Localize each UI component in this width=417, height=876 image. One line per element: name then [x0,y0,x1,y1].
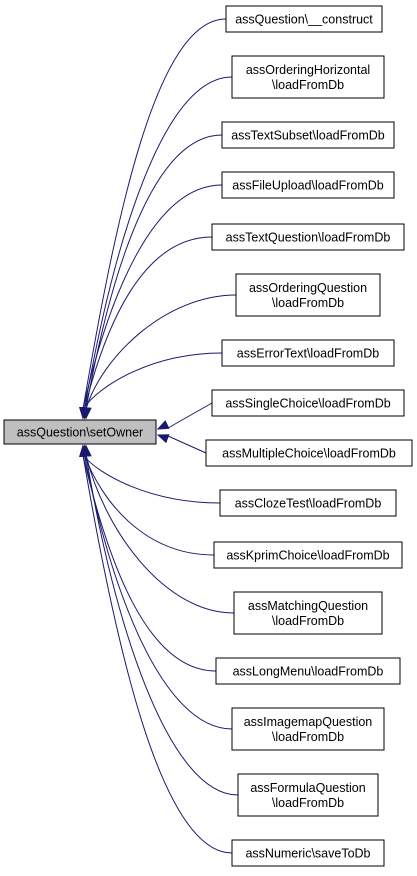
caller-node-label: assSingleChoice\loadFromDb [225,397,390,411]
edge-arrowhead [79,407,89,420]
call-edge [82,352,223,410]
caller-node-box [221,171,395,199]
caller-node-label: assOrderingHorizontal [246,63,370,77]
edge-arrowhead [79,444,89,457]
caller-node-box [233,591,383,635]
caller-node-box [211,223,405,251]
caller-node-box [231,707,385,751]
caller-node-box [237,773,379,817]
caller-node-label: assErrorText\loadFromDb [237,347,379,361]
caller-node-label: \loadFromDb [272,614,344,628]
edge-arrowhead [156,434,170,444]
caller-node[interactable]: assOrderingQuestion\loadFromDb [235,273,381,317]
caller-node[interactable]: assErrorText\loadFromDb [221,339,395,367]
caller-node-label: assNumeric\saveToDb [245,847,370,861]
call-edge [85,454,239,796]
call-edge [84,76,233,410]
caller-node[interactable]: assTextQuestion\loadFromDb [211,223,405,251]
caller-node-box [235,273,381,317]
call-edge [84,454,215,556]
caller-node-label: assOrderingQuestion [249,281,367,295]
caller-node-label: assKprimChoice\loadFromDb [226,549,389,563]
root-node[interactable]: assQuestion\setOwner [3,419,157,445]
caller-node-box [215,657,401,685]
caller-node-box [225,5,383,33]
caller-node[interactable]: assLongMenu\loadFromDb [215,657,401,685]
caller-node[interactable]: assSingleChoice\loadFromDb [211,389,405,417]
caller-node-label: assMultipleChoice\loadFromDb [222,447,396,461]
caller-node-label: assClozeTest\loadFromDb [235,497,382,511]
caller-node-label: assQuestion\__construct [235,13,373,27]
call-edge [84,454,233,730]
caller-node-label: assFileUpload\loadFromDb [232,179,384,193]
caller-node[interactable]: assFormulaQuestion\loadFromDb [237,773,379,817]
caller-node-label: assImagemapQuestion [244,715,373,729]
caller-node[interactable]: assOrderingHorizontal\loadFromDb [231,55,385,99]
call-edge [82,18,227,410]
root-node-label: assQuestion\setOwner [17,426,143,440]
caller-nodes: assQuestion\__construct assOrderingHorizo… [205,5,413,867]
caller-node-label: \loadFromDb [272,796,344,810]
call-edge [85,134,223,410]
call-edge [82,454,233,854]
caller-node[interactable]: assClozeTest\loadFromDb [219,489,397,517]
caller-node[interactable]: assTextSubset\loadFromDb [221,121,395,149]
caller-node-box [221,339,395,367]
caller-node-box [219,489,397,517]
root-node-box [3,419,157,445]
edge-arrowhead [156,420,170,430]
caller-node-box [205,439,413,467]
caller-node-label: \loadFromDb [272,296,344,310]
call-edge [85,294,237,410]
caller-node[interactable]: assMultipleChoice\loadFromDb [205,439,413,467]
caller-node[interactable]: assFileUpload\loadFromDb [221,171,395,199]
caller-node-label: assTextSubset\loadFromDb [231,129,385,143]
caller-node-box [213,541,403,569]
caller-node-box [211,389,405,417]
caller-node-label: assLongMenu\loadFromDb [233,665,384,679]
caller-node-label: \loadFromDb [272,78,344,92]
caller-node-label: assTextQuestion\loadFromDb [226,231,391,245]
caller-node-label: assMatchingQuestion [248,599,368,613]
caller-node-label: assFormulaQuestion [250,781,365,795]
call-edge [167,435,207,454]
caller-node-box [221,121,395,149]
caller-node-box [231,839,385,867]
caller-node[interactable]: assKprimChoice\loadFromDb [213,541,403,569]
call-edge [85,454,235,614]
edges [79,18,239,854]
call-edge [84,236,213,410]
caller-node-label: \loadFromDb [272,730,344,744]
caller-node[interactable]: assMatchingQuestion\loadFromDb [233,591,383,635]
call-edge [167,402,213,429]
caller-node[interactable]: assNumeric\saveToDb [231,839,385,867]
call-edge [82,454,221,504]
call-edge [82,184,223,410]
caller-node[interactable]: assQuestion\__construct [225,5,383,33]
caller-node[interactable]: assImagemapQuestion\loadFromDb [231,707,385,751]
caller-node-box [231,55,385,99]
